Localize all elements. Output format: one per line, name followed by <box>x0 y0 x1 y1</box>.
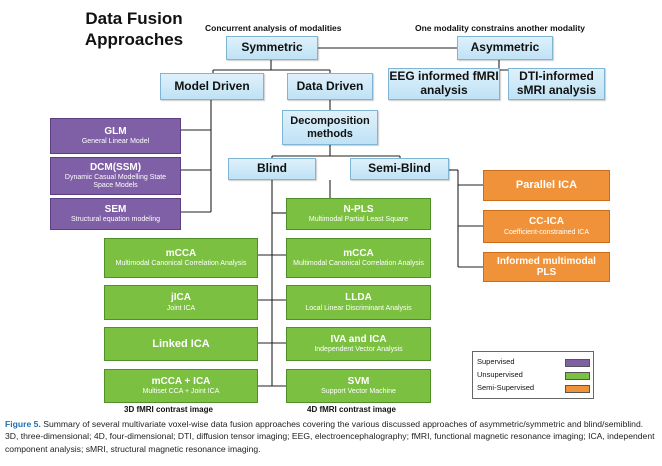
parallel-ica-box: Parallel ICA <box>483 170 610 201</box>
diagram-title: Data Fusion Approaches <box>84 9 184 49</box>
label-3d: 3D fMRI contrast image <box>124 405 213 414</box>
concurrent-note: Concurrent analysis of modalities <box>205 23 342 33</box>
dti-smri-node: DTI-informed sMRI analysis <box>508 68 605 100</box>
legend-unsupervised-swatch <box>565 372 590 380</box>
label-4d: 4D fMRI contrast image <box>307 405 396 414</box>
constrains-note: One modality constrains another modality <box>415 23 586 33</box>
semi-blind-node: Semi-Blind <box>350 158 449 180</box>
legend: Supervised Unsupervised Semi-Supervised <box>472 351 594 399</box>
blind-node: Blind <box>228 158 316 180</box>
legend-supervised-label: Supervised <box>477 357 515 366</box>
legend-unsupervised-label: Unsupervised <box>477 370 523 379</box>
data-driven-node: Data Driven <box>287 73 373 100</box>
eeg-fmri-node: EEG informed fMRI analysis <box>388 68 500 100</box>
decomposition-node: Decomposition methods <box>282 110 378 145</box>
linked-ica-box: Linked ICA <box>104 327 258 361</box>
informed-pls-box: Informed multimodal PLS <box>483 252 610 282</box>
legend-semisupervised-swatch <box>565 385 590 393</box>
dcm-ssm-box: DCM(SSM)Dynamic Casual Modelling State S… <box>50 157 181 195</box>
caption-text: Summary of several multivariate voxel-wi… <box>5 419 655 454</box>
figure-number: Figure 5. <box>5 419 41 429</box>
figure-caption: Figure 5. Summary of several multivariat… <box>5 418 657 455</box>
legend-semisupervised-label: Semi-Supervised <box>477 383 535 392</box>
legend-supervised-swatch <box>565 359 590 367</box>
symmetric-node: Symmetric <box>226 36 318 60</box>
model-driven-node: Model Driven <box>160 73 264 100</box>
asymmetric-node: Asymmetric <box>457 36 553 60</box>
